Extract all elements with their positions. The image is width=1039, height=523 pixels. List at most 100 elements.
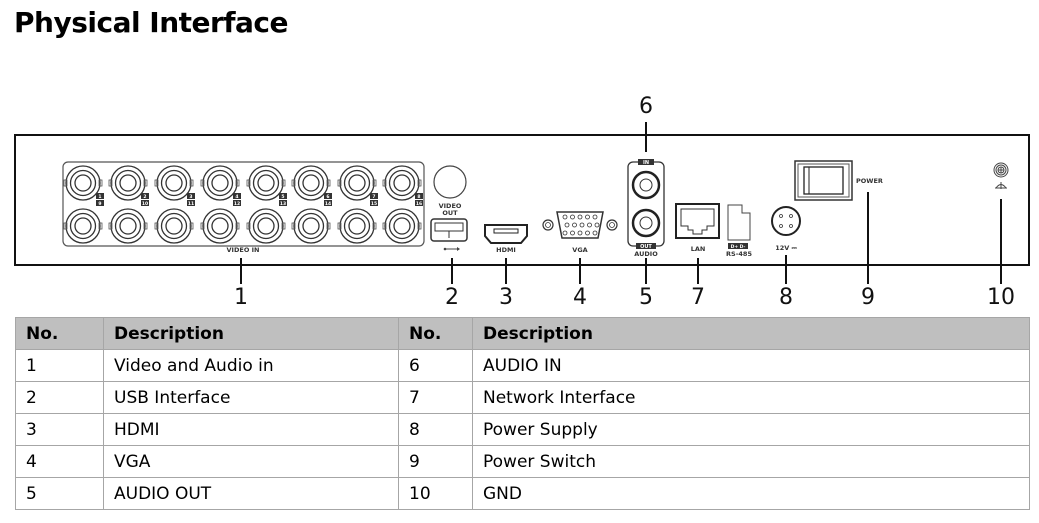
cell-description-right: Power Supply: [472, 413, 1030, 446]
usb-port: [430, 218, 468, 242]
channel-tag-bg: [141, 193, 149, 199]
video-out-label-2: OUT: [442, 209, 458, 217]
bnc-connector: [63, 208, 103, 244]
channel-tag: 6: [326, 194, 329, 200]
bnc-connector: [154, 165, 194, 201]
vga-port: [542, 211, 618, 239]
channel-tag: 11: [188, 201, 194, 207]
audio-in-tag-bg: [638, 159, 654, 165]
channel-tag: 10: [142, 201, 148, 207]
channel-tag-bg: [96, 193, 104, 199]
bnc-connector: [154, 208, 194, 244]
channel-tag-bg: [187, 200, 195, 206]
cell-no-right: 9: [398, 445, 473, 478]
cell-no-left: 4: [15, 445, 104, 478]
cell-description-right: AUDIO IN: [472, 349, 1030, 382]
channel-tag-bg: [233, 200, 241, 206]
cell-description-left: AUDIO OUT: [103, 477, 399, 510]
power-supply-port: [771, 206, 801, 236]
rs485-tag: D+ D-: [731, 244, 746, 250]
cell-no-left: 1: [15, 349, 104, 382]
bnc-connector: [337, 165, 377, 201]
callout-number: 5: [639, 285, 653, 310]
channel-tag-bg: [279, 193, 287, 199]
cell-description-left: VGA: [103, 445, 399, 478]
cell-description-left: Video and Audio in: [103, 349, 399, 382]
callout-number: 7: [691, 285, 705, 310]
bnc-connector: [291, 208, 331, 244]
cell-description-left: USB Interface: [103, 381, 399, 414]
header-no-right: No.: [398, 317, 473, 350]
cell-no-left: 3: [15, 413, 104, 446]
vga-label: VGA: [572, 246, 587, 254]
cell-no-right: 6: [398, 349, 473, 382]
bnc-connector: [108, 165, 148, 201]
video-out-port: [433, 165, 467, 199]
video-in-label: VIDEO IN: [227, 246, 260, 254]
bnc-connector: [200, 165, 240, 201]
audio-group-frame: [627, 161, 665, 247]
audio-label: AUDIO: [634, 250, 658, 258]
page-title: Physical Interface: [14, 6, 289, 39]
usb-icon: [443, 247, 460, 251]
header-no-left: No.: [15, 317, 104, 350]
audio-in-tag: IN: [643, 160, 649, 166]
cell-description-right: Network Interface: [472, 381, 1030, 414]
hdmi-port: [484, 224, 528, 244]
lan-port: [675, 203, 720, 239]
power-label: POWER: [856, 177, 883, 185]
ground-icon: [993, 162, 1009, 189]
rs485-port: [727, 204, 751, 241]
cell-no-right: 8: [398, 413, 473, 446]
channel-tag: 4: [235, 194, 238, 200]
channel-tag: 13: [280, 201, 286, 207]
audio-out-jack: [631, 208, 661, 238]
video-out-label-1: VIDEO: [439, 202, 462, 210]
cell-description-left: HDMI: [103, 413, 399, 446]
bnc-connector: [63, 165, 103, 201]
bnc-connector: [246, 208, 286, 244]
channel-tag-bg: [141, 200, 149, 206]
audio-out-tag: OUT: [640, 244, 652, 250]
cell-no-right: 10: [398, 477, 473, 510]
channel-tag: 7: [372, 194, 375, 200]
channel-tag: 5: [281, 194, 284, 200]
channel-tag: 14: [325, 201, 331, 207]
bnc-connector: [382, 165, 422, 201]
bnc-connector: [246, 165, 286, 201]
channel-tag-bg: [324, 193, 332, 199]
audio-out-tag-bg: [636, 243, 656, 249]
table-header-row: No. Description No. Description: [15, 317, 1030, 350]
channel-tag: 15: [371, 201, 377, 207]
callout-number: 4: [573, 285, 587, 310]
channel-tag: 9: [98, 201, 101, 207]
channel-tag: 3: [189, 194, 192, 200]
channel-tag: 8: [417, 194, 420, 200]
channel-tag-bg: [96, 200, 104, 206]
bnc-connector: [337, 208, 377, 244]
callout-number: 3: [499, 285, 513, 310]
cell-description-right: Power Switch: [472, 445, 1030, 478]
bnc-connector: [108, 208, 148, 244]
channel-tag-bg: [233, 193, 241, 199]
callout-number: 6: [639, 94, 653, 119]
cell-no-left: 5: [15, 477, 104, 510]
channel-tag-bg: [370, 200, 378, 206]
chassis-outline: [14, 134, 1030, 266]
channel-tag-bg: [370, 193, 378, 199]
callout-number: 9: [861, 285, 875, 310]
cell-no-right: 7: [398, 381, 473, 414]
channel-tag-bg: [324, 200, 332, 206]
hdmi-label: HDMI: [496, 246, 516, 254]
callout-number: 10: [987, 285, 1015, 310]
header-description-right: Description: [472, 317, 1030, 350]
channel-tag-bg: [415, 200, 423, 206]
bnc-connector: [291, 165, 331, 201]
